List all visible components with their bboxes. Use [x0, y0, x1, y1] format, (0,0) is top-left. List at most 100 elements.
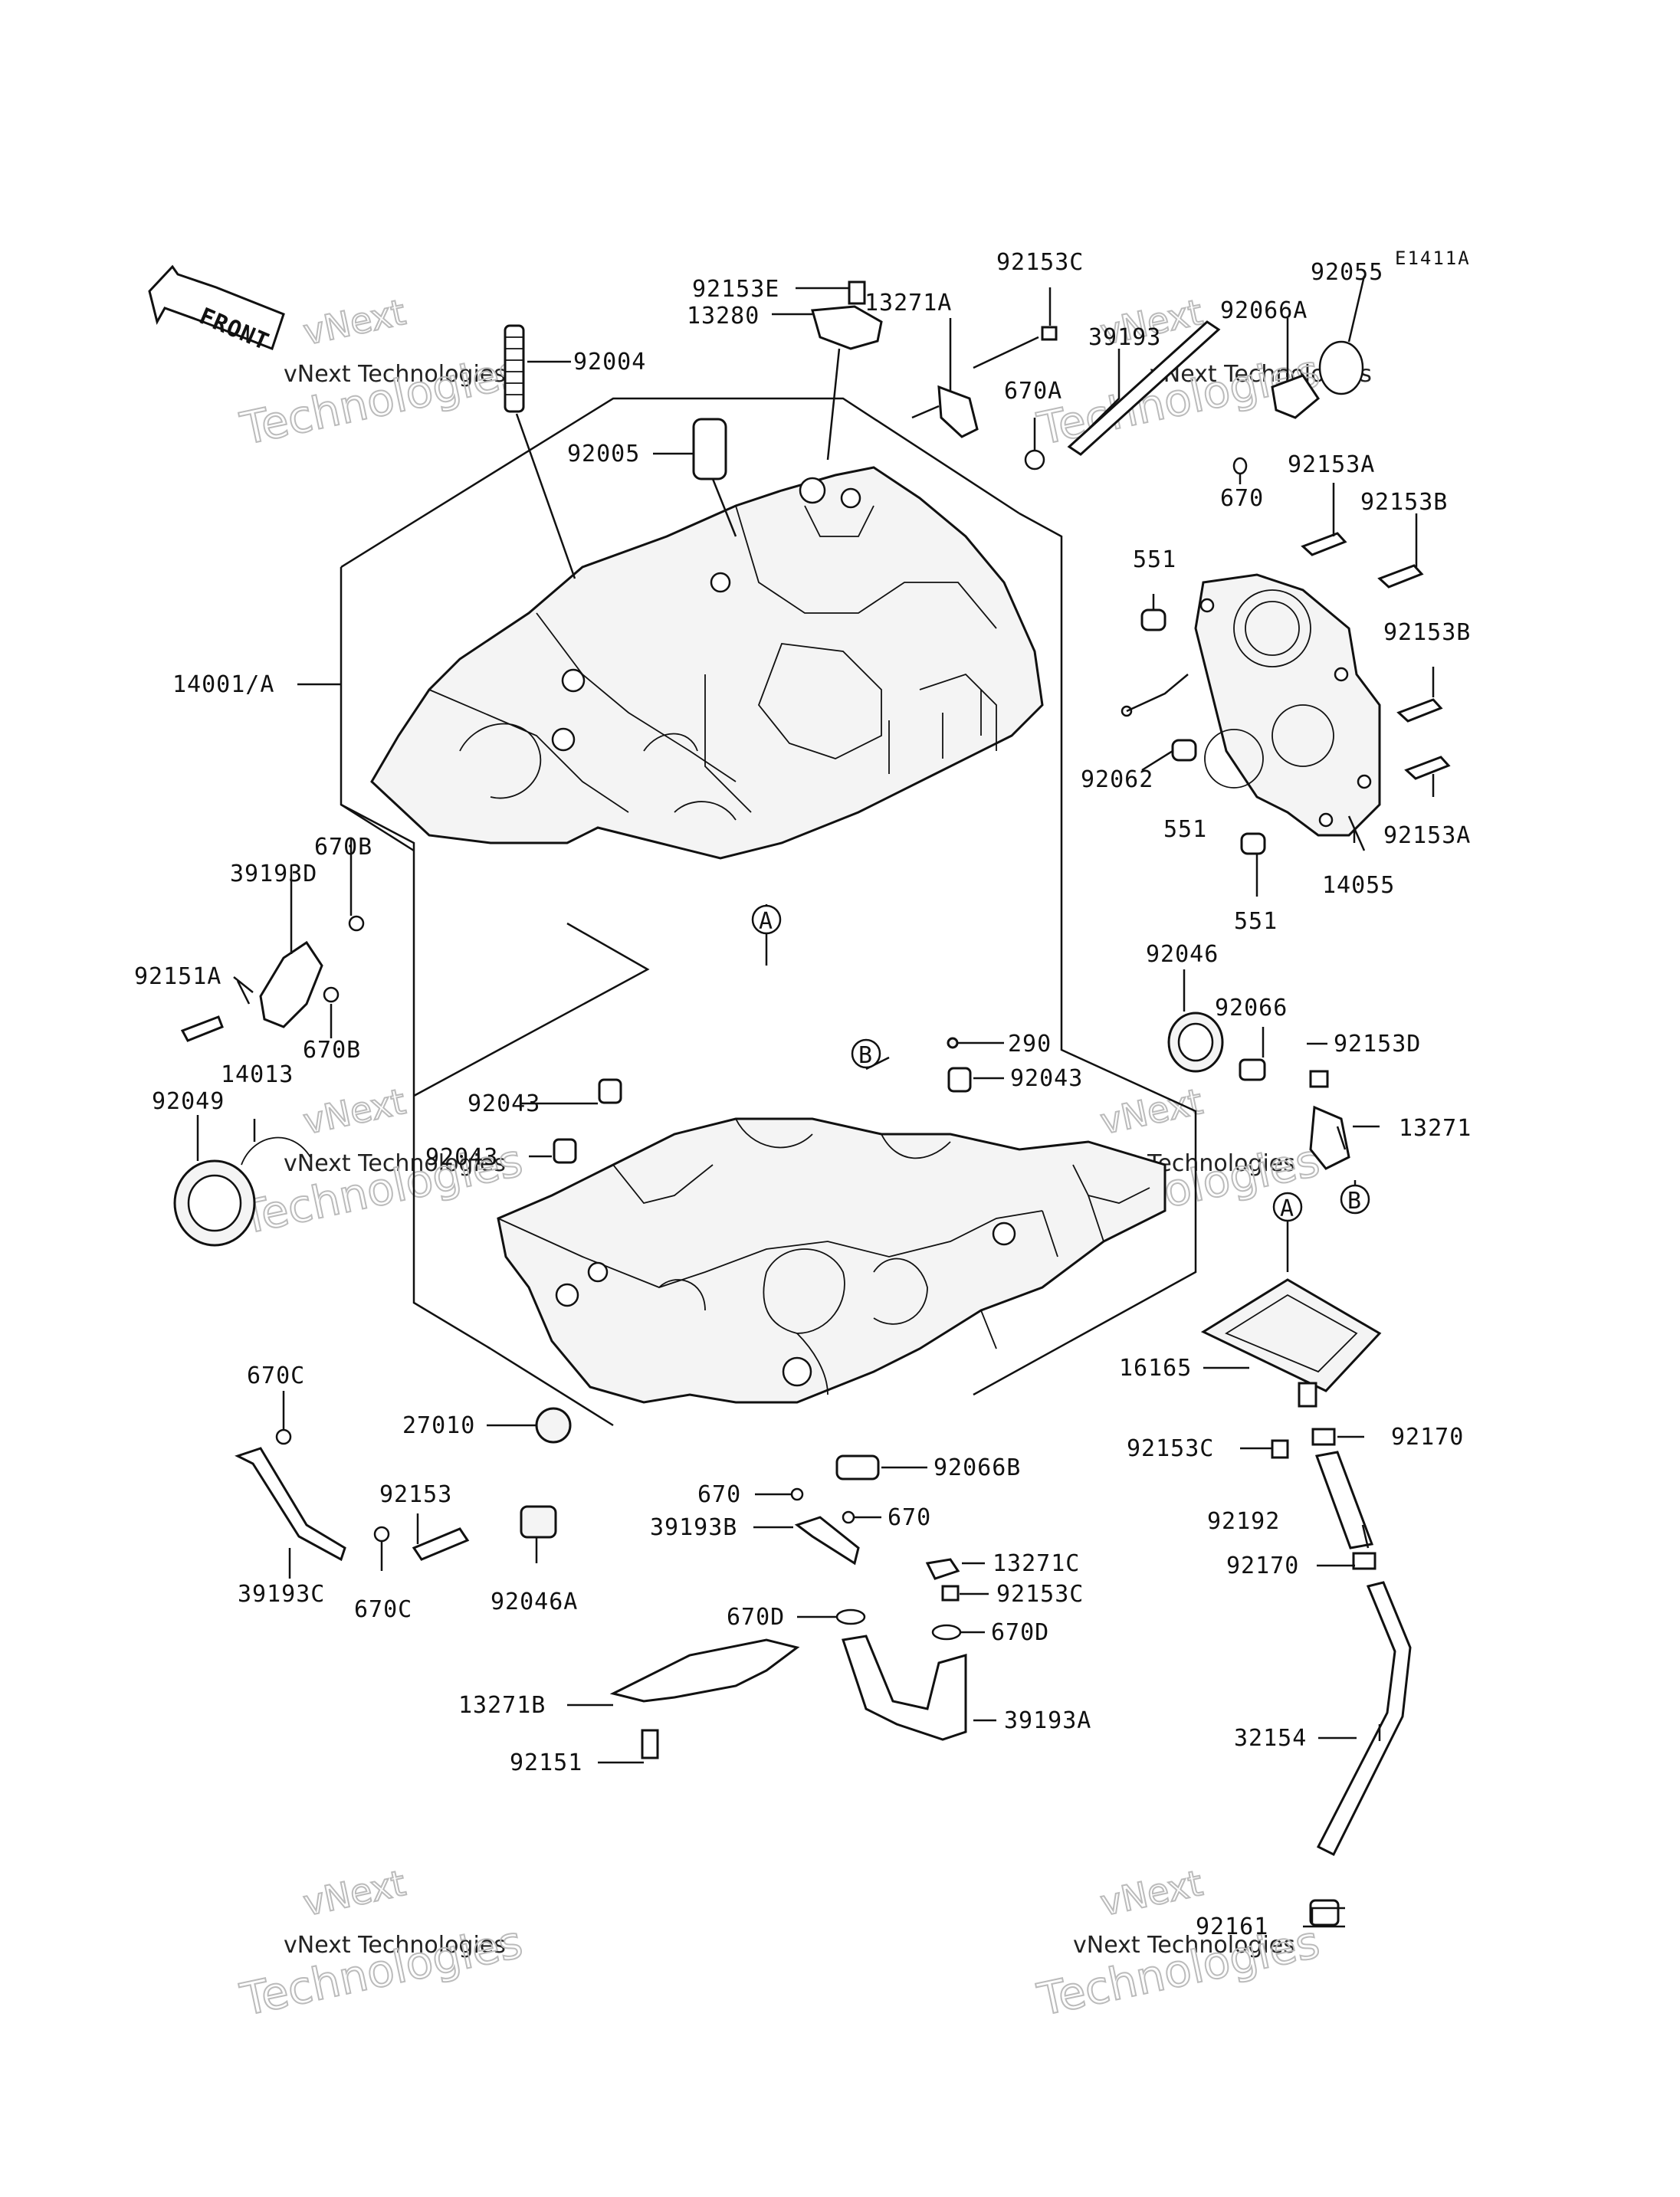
leader-lines: [196, 275, 1435, 1928]
bolt-92153C-c: [941, 1585, 960, 1602]
dowel-92043-b: [598, 1078, 622, 1104]
label-13271C: 13271C: [993, 1550, 1080, 1577]
plate-13271B: [609, 1638, 800, 1703]
dowel-551-c: [1240, 832, 1266, 855]
oring-670D-a: [835, 1608, 866, 1625]
upper-crankcase: [370, 466, 1044, 860]
plug-92066A: [1271, 374, 1320, 419]
dowel-551-a: [1140, 608, 1166, 631]
svg-text:vNext Technologies: vNext Technologies: [284, 1150, 506, 1177]
hose-92192: [1314, 1451, 1374, 1549]
svg-text:A: A: [759, 908, 773, 935]
label-92161: 92161: [1196, 1913, 1268, 1940]
callout-A-strainer: A: [1272, 1192, 1303, 1222]
part-27010: [535, 1407, 572, 1444]
label-670D-b: 670D: [991, 1619, 1049, 1646]
hose-32154: [1316, 1581, 1412, 1857]
label-92153E: 92153E: [692, 276, 779, 303]
callout-B-right: B: [1340, 1184, 1370, 1215]
label-92170-a: 92170: [1391, 1424, 1464, 1451]
plug-92066: [1239, 1058, 1266, 1081]
label-14055: 14055: [1322, 872, 1395, 899]
label-92153B-b: 92153B: [1383, 619, 1471, 646]
label-39193A: 39193A: [1004, 1707, 1091, 1734]
label-92049: 92049: [152, 1088, 225, 1115]
clip-14013: [241, 1136, 311, 1166]
label-92066: 92066: [1215, 995, 1288, 1021]
label-670B-a: 670B: [314, 834, 372, 861]
bolt-92153B-a: [1377, 564, 1424, 589]
svg-text:vNext Technologies: vNext Technologies: [284, 1932, 506, 1959]
label-39193B: 39193B: [650, 1514, 737, 1541]
lower-crankcase: [497, 1117, 1166, 1404]
part-labels: 92153E 13280 92004 92005 13271A 92153C 3…: [134, 249, 1472, 1940]
plate-13271C: [925, 1558, 960, 1580]
bolt-92153D: [1309, 1070, 1329, 1088]
label-670: 670: [1220, 485, 1264, 512]
label-14001A: 14001/A: [172, 671, 274, 698]
bolt-92153B-b: [1396, 698, 1443, 723]
bolt-92153A-b: [1404, 756, 1451, 780]
label-13280: 13280: [687, 303, 760, 330]
bolt-92153E: [848, 280, 866, 305]
bolt-92153C-top: [1041, 326, 1058, 341]
label-92043-c: 92043: [425, 1144, 498, 1171]
oring-670: [1232, 457, 1248, 475]
label-92043-a: 92043: [1010, 1065, 1083, 1092]
label-670-b: 670: [697, 1481, 741, 1508]
label-670-c: 670: [888, 1504, 931, 1531]
svg-text:B: B: [858, 1042, 873, 1069]
plug-92066B: [835, 1454, 880, 1481]
bolt-92153C-b: [1271, 1439, 1289, 1459]
label-92151A: 92151A: [134, 963, 221, 990]
ball-290: [947, 1037, 959, 1049]
label-92046A: 92046A: [491, 1589, 578, 1615]
svg-text:vNext: vNext: [300, 1862, 409, 1924]
label-92153D: 92153D: [1334, 1031, 1421, 1058]
side-cover: [1194, 573, 1381, 837]
pipe-39193B: [794, 1516, 860, 1566]
label-92066A: 92066A: [1220, 297, 1308, 324]
label-92153C-b: 92153C: [1127, 1435, 1214, 1462]
pipe-39193A: [842, 1635, 967, 1741]
bolt-92151A: [180, 1015, 224, 1042]
label-39193: 39193: [1088, 324, 1161, 351]
clamp-92170-b: [1352, 1552, 1376, 1570]
cap-92161: [1309, 1899, 1340, 1926]
label-92153C-c: 92153C: [996, 1581, 1084, 1608]
label-670D-a: 670D: [727, 1604, 785, 1631]
label-551-c: 551: [1234, 908, 1278, 935]
watermark-bottom-left: vNext vNext Technologies Technologies: [235, 1861, 528, 2027]
label-92153A-b: 92153A: [1383, 822, 1471, 849]
label-92192: 92192: [1207, 1508, 1280, 1535]
strainer-16165: [1200, 1278, 1382, 1392]
stud-92004: [504, 324, 525, 413]
dowel-551-b: [1171, 739, 1197, 762]
label-92066B: 92066B: [934, 1454, 1021, 1481]
label-92004: 92004: [573, 349, 646, 375]
callout-B-lower: B: [851, 1038, 881, 1069]
label-14013: 14013: [221, 1061, 294, 1088]
pipe-39193C: [235, 1447, 346, 1562]
diagram-code: E1411A: [1395, 248, 1471, 269]
label-39193C: 39193C: [238, 1581, 325, 1608]
label-13271A: 13271A: [865, 290, 952, 316]
bolt-92153A-top: [1301, 532, 1347, 556]
svg-text:vNext: vNext: [300, 291, 409, 353]
dowel-92043-a: [947, 1067, 972, 1093]
label-92153B-a: 92153B: [1360, 489, 1448, 516]
svg-text:vNext: vNext: [300, 1080, 409, 1143]
front-arrow-icon: FRONT: [148, 264, 285, 356]
watermark-bottom-right: vNext vNext Technologies Technologies: [1032, 1861, 1325, 2027]
oring-670D-b: [931, 1624, 962, 1641]
label-13271: 13271: [1399, 1115, 1472, 1142]
label-670B-b: 670B: [303, 1037, 361, 1064]
bolt-92153: [412, 1527, 470, 1561]
fitting-39193D: [259, 940, 323, 1028]
oring-92055: [1318, 340, 1364, 395]
oring-670B-b: [323, 986, 340, 1003]
label-92153: 92153: [379, 1481, 452, 1508]
label-92153A-top: 92153A: [1288, 451, 1375, 478]
oring-670C-b: [373, 1526, 390, 1543]
